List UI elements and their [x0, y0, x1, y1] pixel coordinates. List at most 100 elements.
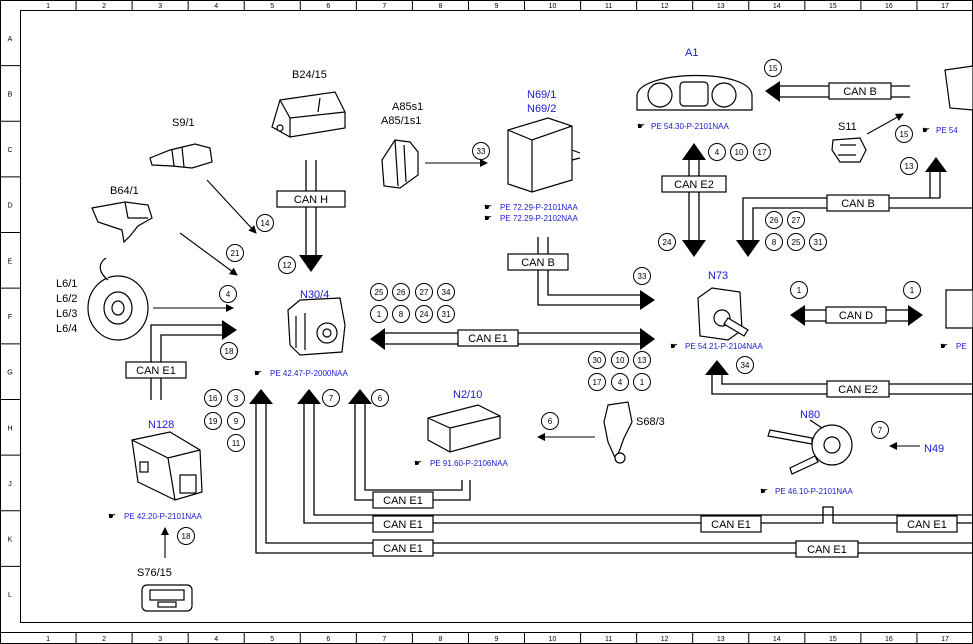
- callout-c15b: 15: [900, 130, 909, 139]
- ref-n69-b-text[interactable]: PE 72.29-P-2102NAA: [500, 214, 578, 223]
- ref-n80[interactable]: ☛ PE 46.10-P-2101NAA: [760, 486, 853, 496]
- references: ☛PE 54.30-P-2101NAA ☛PE 54 ☛PE 72.29-P-2…: [108, 121, 967, 521]
- ref-n128-text[interactable]: PE 42.20-P-2101NAA: [124, 512, 202, 521]
- ruler-col-top: 11: [605, 3, 612, 10]
- svg-text:☛: ☛: [760, 486, 768, 496]
- callout-c24b: 24: [420, 310, 429, 319]
- callout-c1d: 1: [910, 286, 915, 295]
- callout-circle: [392, 283, 410, 301]
- callout-circle: [633, 351, 651, 369]
- ruler-row: D: [7, 203, 12, 210]
- callout-circle: [392, 305, 410, 323]
- callout-c4c: 4: [618, 378, 623, 387]
- l6-speed-sensor: [87, 257, 149, 341]
- callout-circle: [736, 356, 754, 374]
- callout-c9: 9: [234, 417, 239, 426]
- callout-circle: [437, 305, 455, 323]
- ref-n128[interactable]: ☛ PE 42.20-P-2101NAA: [108, 511, 202, 521]
- n80-steering-module: [767, 419, 853, 475]
- ref-n73-edge-text[interactable]: PE: [956, 342, 967, 351]
- ruler-col-bottom: 6: [326, 636, 330, 643]
- callout-circle: [415, 305, 433, 323]
- n73-ignition-switch: [697, 287, 749, 341]
- callout-c30: 30: [593, 356, 602, 365]
- bus-label-box: [372, 491, 434, 509]
- ref-n80-text[interactable]: PE 46.10-P-2101NAA: [775, 487, 853, 496]
- label-s9-1: S9/1: [172, 117, 195, 129]
- ruler-col-top: 5: [270, 3, 274, 10]
- ref-n30-4-text[interactable]: PE 42.47-P-2000NAA: [270, 369, 348, 378]
- ruler-col-bottom: 11: [605, 636, 612, 643]
- callout-circle: [633, 267, 651, 285]
- callout-circle: [903, 281, 921, 299]
- ruler-col-top: 16: [885, 3, 893, 10]
- bus-label-can-b-mid: CAN B: [841, 198, 875, 210]
- callout-circle: [278, 256, 296, 274]
- svg-text:☛: ☛: [922, 125, 930, 135]
- callout-c26a: 26: [770, 216, 779, 225]
- label-n80: N80: [800, 409, 820, 421]
- svg-text:☛: ☛: [670, 341, 678, 351]
- callout-c10b: 10: [616, 356, 625, 365]
- label-n2-10: N2/10: [453, 389, 482, 401]
- ref-n2-10-text[interactable]: PE 91.60-P-2106NAA: [430, 459, 508, 468]
- ref-a1-edge[interactable]: ☛ PE 54: [922, 125, 958, 135]
- ref-n69-a[interactable]: ☛PE 72.29-P-2101NAA: [484, 202, 578, 212]
- callout-circle: [633, 373, 651, 391]
- callout-circle: [588, 351, 606, 369]
- callout-circle: [204, 412, 222, 430]
- label-a85s1: A85s1: [392, 101, 423, 113]
- callout-c27a: 27: [792, 216, 801, 225]
- label-s11: S11: [838, 121, 857, 133]
- callout-c33a: 33: [477, 147, 486, 156]
- s11-switch: [831, 137, 867, 163]
- ruler-row: G: [7, 370, 12, 377]
- ruler-col-bottom: 13: [717, 636, 725, 643]
- label-a1: A1: [685, 47, 698, 59]
- ref-n30-4[interactable]: ☛ PE 42.47-P-2000NAA: [254, 368, 348, 378]
- callout-c15a: 15: [769, 64, 778, 73]
- ref-n73-text[interactable]: PE 54.21-P-2104NAA: [685, 342, 763, 351]
- callout-c27b: 27: [420, 288, 429, 297]
- ref-n2-10[interactable]: ☛ PE 91.60-P-2106NAA: [414, 458, 508, 468]
- ruler-col-top: 9: [495, 3, 499, 10]
- callout-circle: [472, 142, 490, 160]
- callout-c13b: 13: [638, 356, 647, 365]
- svg-text:☛: ☛: [254, 368, 262, 378]
- ref-n69-b[interactable]: ☛PE 72.29-P-2102NAA: [484, 213, 578, 223]
- label-n128: N128: [148, 419, 174, 431]
- callout-circle: [322, 389, 340, 407]
- bus-label-can-e1-l1: CAN E1: [383, 543, 423, 555]
- callout-c31a: 31: [814, 238, 823, 247]
- ref-a1-edge-text[interactable]: PE 54: [936, 126, 958, 135]
- ref-a1-text[interactable]: PE 54.30-P-2101NAA: [651, 122, 729, 131]
- label-b64-1: B64/1: [110, 185, 139, 197]
- callout-circle: [809, 233, 827, 251]
- callout-circle: [787, 211, 805, 229]
- ref-a1[interactable]: ☛PE 54.30-P-2101NAA: [637, 121, 729, 131]
- callout-c33b: 33: [638, 272, 647, 281]
- label-n49: N49: [924, 443, 944, 455]
- ref-n73[interactable]: ☛ PE 54.21-P-2104NAA: [670, 341, 763, 351]
- bus-label-box: [372, 539, 434, 557]
- s76-15-switch: [141, 584, 193, 612]
- svg-text:☛: ☛: [940, 341, 948, 351]
- bus-label-box: [700, 515, 762, 533]
- callout-c3: 3: [234, 394, 239, 403]
- svg-text:☛: ☛: [414, 458, 422, 468]
- bus-label-can-e1-k1: CAN E1: [383, 519, 423, 531]
- bus-label-can-e1-k3: CAN E1: [907, 519, 947, 531]
- callout-circle: [177, 527, 195, 545]
- ruler-col-top: 10: [549, 3, 557, 10]
- s9-1-switch: [149, 143, 213, 169]
- svg-text:☛: ☛: [108, 511, 116, 521]
- ref-n73-edge[interactable]: ☛ PE: [940, 341, 967, 351]
- ruler-col-bottom: 17: [941, 636, 949, 643]
- ruler-row: A: [8, 36, 13, 43]
- callout-c16: 16: [209, 394, 218, 403]
- ruler-col-top: 7: [382, 3, 386, 10]
- callout-circle: [371, 389, 389, 407]
- ref-n69-a-text[interactable]: PE 72.29-P-2101NAA: [500, 203, 578, 212]
- label-l6-3: L6/3: [56, 308, 77, 320]
